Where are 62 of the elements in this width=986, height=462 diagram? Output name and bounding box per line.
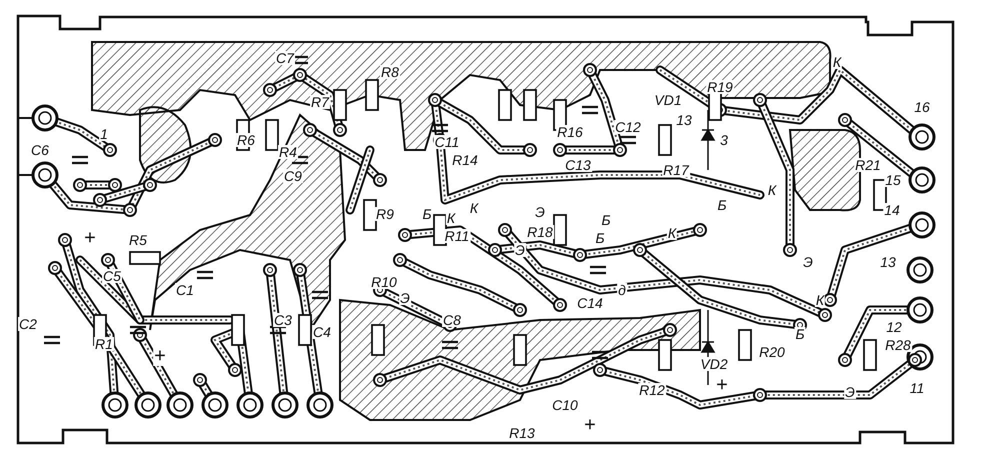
pin-label: К xyxy=(468,201,480,215)
pad-number: 1 xyxy=(99,127,109,141)
pin-label: К xyxy=(814,293,826,307)
component-label: VD2 xyxy=(699,357,729,371)
pin-label: К xyxy=(446,211,456,225)
component-label: R8 xyxy=(380,65,400,79)
component-label: R18 xyxy=(526,225,554,239)
component-label: R19 xyxy=(706,80,734,94)
pin-label: Э xyxy=(514,243,526,257)
component-label: C9 xyxy=(283,169,303,183)
component-label: C5 xyxy=(102,269,122,283)
pin-label: Э xyxy=(802,255,814,269)
pin-label: К xyxy=(766,183,778,197)
polarity-mark: + xyxy=(153,346,167,366)
component-label: C3 xyxy=(273,313,293,327)
pin-label: Э xyxy=(534,205,546,219)
pad-number: 15 xyxy=(884,173,902,187)
component-label: C12 xyxy=(614,120,642,134)
pad-number: 11 xyxy=(908,381,926,395)
pad-number: 14 xyxy=(883,203,901,217)
component-label: R28 xyxy=(884,338,912,352)
component-label: R12 xyxy=(638,383,666,397)
pin-label: Э xyxy=(399,291,411,305)
component-label: C11 xyxy=(434,135,460,149)
component-label: R6 xyxy=(236,133,256,147)
pin-label: Э xyxy=(844,385,856,399)
component-label: R17 xyxy=(662,163,690,177)
component-label: C10 xyxy=(551,398,579,412)
component-label: R10 xyxy=(370,275,398,289)
pin-label: К xyxy=(832,55,842,69)
component-label: C1 xyxy=(175,283,195,297)
component-label: C2 xyxy=(18,317,38,331)
pin-label: Б xyxy=(421,207,433,221)
pad-number: 16 xyxy=(913,100,931,114)
component-label: C6 xyxy=(30,143,50,157)
component-label: C14 xyxy=(576,296,604,310)
pin-label: К xyxy=(666,226,678,240)
component-label: R9 xyxy=(375,207,395,221)
pin-label: Б xyxy=(794,327,806,341)
pad-number: 12 xyxy=(885,320,903,334)
component-label: C8 xyxy=(442,313,462,327)
pin-label: Б xyxy=(600,213,612,227)
component-label: R7 xyxy=(310,95,330,109)
pad-number: 3 xyxy=(719,133,729,147)
component-label: C7 xyxy=(275,51,295,65)
component-label: VD1 xyxy=(653,93,683,107)
component-label: R14 xyxy=(451,153,479,167)
pin-label: д xyxy=(617,283,627,297)
pad-number: 13 xyxy=(879,255,897,269)
component-label: R1 xyxy=(94,337,114,351)
component-label: R21 xyxy=(854,158,882,172)
component-label: R16 xyxy=(556,125,584,139)
component-label: R13 xyxy=(508,426,536,440)
component-label: R11 xyxy=(444,229,470,243)
pin-label: Б xyxy=(716,198,728,212)
pad-number: 13 xyxy=(675,113,693,127)
component-label: R4 xyxy=(278,145,298,159)
component-label: C13 xyxy=(564,158,592,172)
component-label: C4 xyxy=(312,325,332,339)
component-label: R5 xyxy=(128,233,148,247)
component-label: R20 xyxy=(758,345,786,359)
pin-label: Б xyxy=(594,231,606,245)
